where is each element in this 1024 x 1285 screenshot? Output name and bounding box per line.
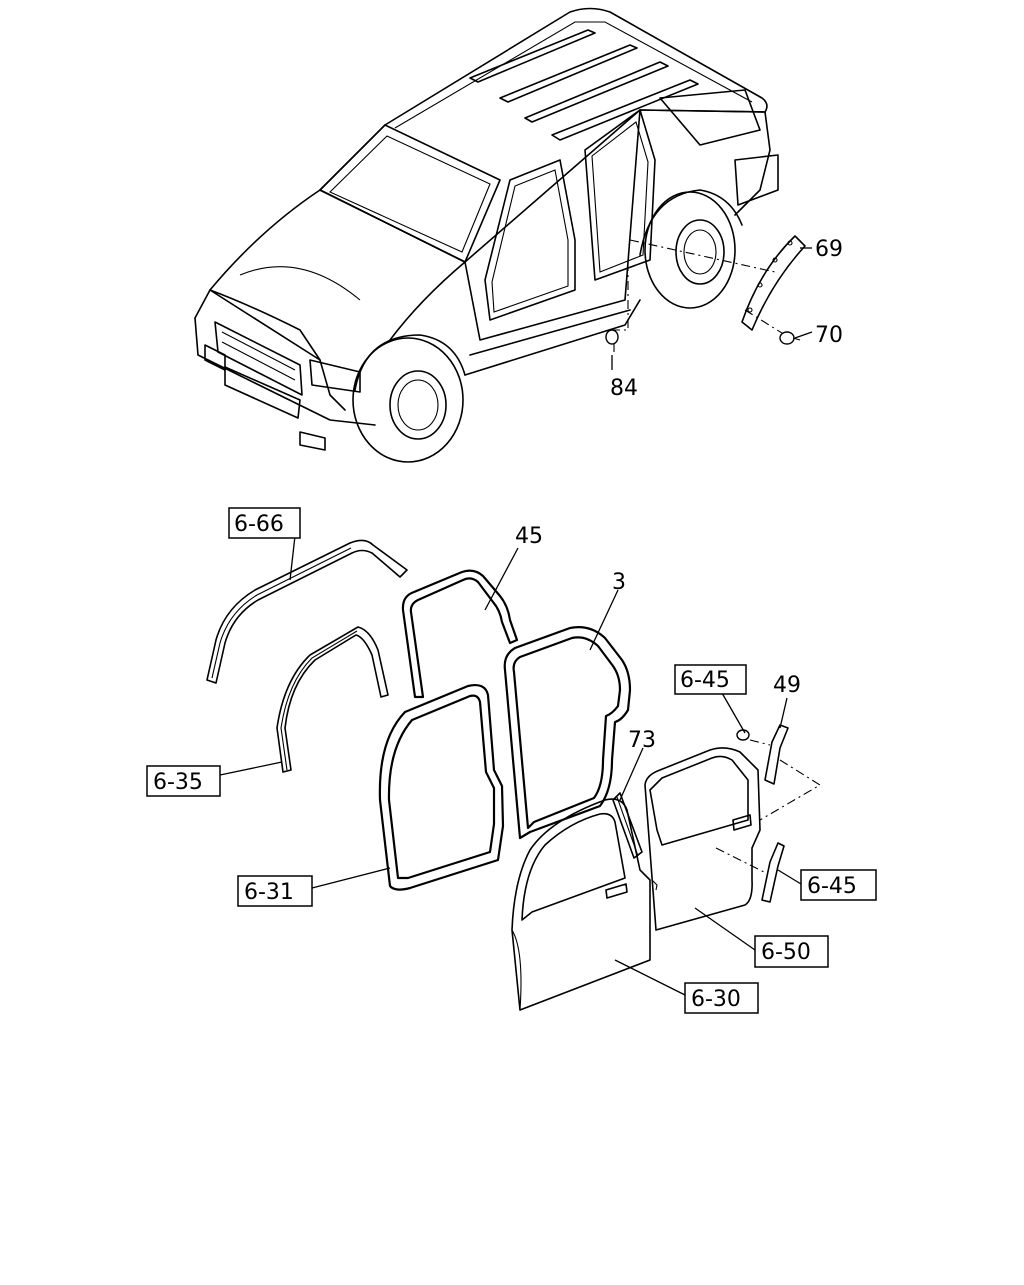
callout-69-label: 69 (815, 237, 843, 262)
callout-6-30: 6-30 (684, 982, 759, 1014)
lower-applique (715, 842, 785, 903)
callout-70: 70 (815, 323, 843, 348)
callout-73-label: 73 (628, 728, 656, 753)
wheel-flare-trim (741, 235, 806, 331)
callout-6-45-upper: 6-45 (674, 664, 747, 695)
callout-6-45-lower-label: 6-45 (807, 874, 857, 899)
callout-3-label: 3 (612, 570, 626, 595)
callout-6-50: 6-50 (754, 935, 829, 968)
callout-49: 49 (773, 673, 801, 698)
assembly-line (759, 759, 822, 821)
callout-6-45-upper-label: 6-45 (680, 668, 730, 693)
clip-70 (779, 331, 801, 345)
applique-49 (736, 724, 789, 785)
callout-45-label: 45 (515, 524, 543, 549)
callout-70-label: 70 (815, 323, 843, 348)
front-door-seal (378, 683, 505, 891)
rear-door-seal (503, 626, 632, 840)
callout-45: 45 (515, 524, 543, 549)
callout-84-label: 84 (610, 376, 638, 401)
rear-door-upper-weatherstrip (401, 569, 519, 699)
division-strip (612, 792, 643, 859)
callout-6-45-lower: 6-45 (800, 869, 877, 901)
callout-49-label: 49 (773, 673, 801, 698)
rear-door-panel (644, 747, 761, 931)
callout-6-35-label: 6-35 (153, 770, 203, 795)
callout-6-66-label: 6-66 (234, 512, 284, 537)
callout-6-66: 6-66 (228, 507, 301, 539)
callout-6-30-label: 6-30 (691, 987, 741, 1012)
roof-molding (206, 539, 408, 684)
front-door-panel (511, 798, 651, 1011)
vehicle-illustration (194, 7, 791, 463)
plug-84 (605, 329, 619, 345)
leader-lines (219, 247, 813, 996)
callout-6-31-label: 6-31 (244, 880, 294, 905)
callout-6-35: 6-35 (146, 765, 221, 797)
callout-3: 3 (612, 570, 626, 595)
front-door-weatherstrip (276, 626, 389, 773)
callout-73: 73 (628, 728, 656, 753)
callout-69: 69 (815, 237, 843, 262)
callout-6-31: 6-31 (237, 875, 313, 907)
callout-84: 84 (610, 376, 638, 401)
callout-6-50-label: 6-50 (761, 940, 811, 965)
